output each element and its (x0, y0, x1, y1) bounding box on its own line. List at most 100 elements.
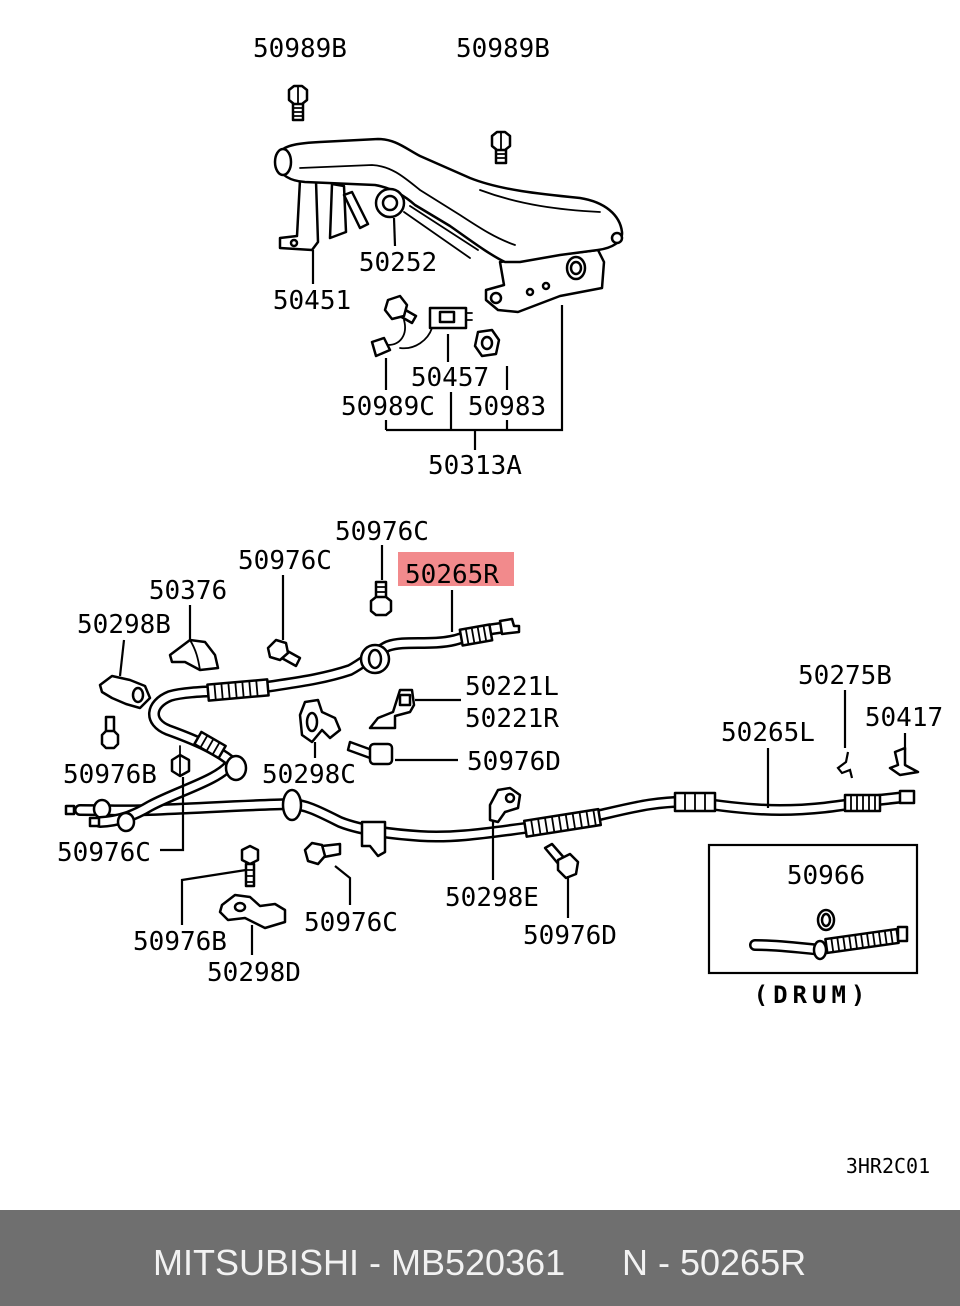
switch-wire (399, 327, 433, 350)
cable-grommet-inner (367, 648, 383, 670)
bolt-shank (244, 862, 256, 888)
switch-wire (387, 319, 406, 346)
clip-hole (504, 792, 516, 804)
footer-bar: MITSUBISHI - MB520361 N - 50265R (0, 1210, 960, 1306)
footer-brand-part-number: MITSUBISHI - MB520361 (153, 1242, 566, 1283)
boot-ribs (199, 734, 221, 756)
spring-guard-body (522, 807, 603, 838)
boot-body (458, 623, 494, 647)
label-bracket-r: 50221R (465, 704, 559, 734)
label-clip-rear: 50275B (798, 661, 892, 691)
clamp-hole (305, 711, 319, 733)
boot-ribs (850, 794, 876, 812)
clip-rear (836, 751, 854, 779)
boot-ribs (464, 624, 488, 646)
clip-upper (168, 638, 220, 672)
leader-clamp-left (118, 639, 126, 677)
bolt-head (100, 729, 120, 750)
drum-cable-end (896, 925, 909, 943)
cable-end-rear (898, 789, 916, 805)
label-drum-part: 50966 (787, 861, 865, 891)
boot-ribs (213, 679, 259, 701)
clamp-body (218, 893, 287, 930)
label-bolt-lower-left: 50976B (133, 927, 227, 957)
spring-coils (830, 928, 894, 954)
bolt-threads (292, 107, 304, 117)
cable-end-fitting (116, 811, 136, 833)
cable-right (88, 617, 521, 833)
leader-pivot (392, 217, 397, 247)
clip-fold (189, 639, 201, 671)
part-labels: 50989B 50989B 50252 50451 50457 50989C 5… (57, 34, 943, 1178)
clamp-floor (360, 820, 387, 858)
boot-body (206, 678, 270, 702)
bolt-top (369, 580, 393, 617)
cable-boot-middle (206, 678, 270, 702)
release-button-cap (273, 147, 293, 177)
clamp-hole (233, 901, 247, 913)
highlight-box (398, 552, 514, 586)
bolt-lower-left (240, 844, 260, 888)
lever-leg-rear (328, 182, 348, 240)
clip-wire (836, 751, 854, 779)
bolt-lever-left (287, 84, 309, 122)
bolt-head (266, 638, 290, 662)
bracket-rivet (541, 281, 551, 291)
switch-connector-face (438, 310, 456, 324)
bolt-lower-right (543, 842, 580, 880)
label-switch: 50457 (411, 363, 489, 393)
bolt-threads (245, 869, 255, 883)
label-bracket-l: 50221L (465, 672, 559, 702)
label-switch-bolt: 50989C (341, 392, 435, 422)
bolt-head (556, 852, 580, 880)
label-pivot: 50252 (359, 248, 437, 278)
handbrake-lever (273, 137, 624, 314)
leader-lever-group (386, 305, 564, 432)
bolt-left (100, 715, 120, 750)
label-clamp-left: 50298B (77, 610, 171, 640)
bolt-threads (375, 586, 387, 593)
lever-strut (342, 190, 370, 230)
label-bolt-lever-right: 50989B (456, 34, 550, 64)
cable-end-fitting (224, 754, 248, 782)
nut-hole (480, 335, 494, 351)
leader-nut-left (160, 777, 185, 852)
bolt-lower (303, 841, 342, 866)
label-cable-right: 50265R (405, 560, 499, 590)
switch-pins (465, 312, 473, 321)
label-bolt-lever-left: 50989B (253, 34, 347, 64)
label-bracket-rear: 50417 (865, 703, 943, 733)
bracket-tab (398, 693, 412, 707)
nut-left (170, 745, 191, 778)
label-nut-left: 50976C (57, 838, 151, 868)
label-clamp-d: 50298D (207, 958, 301, 988)
fitting-ribs (684, 792, 706, 812)
clip-body (168, 638, 220, 672)
cable-left-body (76, 793, 909, 841)
cable-grommet (281, 788, 303, 822)
cable-end-front (88, 816, 101, 828)
lever-contour (299, 164, 516, 246)
bolt-center (346, 740, 394, 766)
cable-leader-lines (118, 545, 907, 955)
label-lever-assembly: 50313A (428, 451, 522, 481)
drum-cable-fitting (812, 939, 828, 961)
drum-clip-inner (820, 912, 832, 928)
label-bolt-top: 50976C (335, 517, 429, 547)
clamp-center (298, 698, 342, 744)
cable-spring-guard (522, 807, 603, 838)
bolt-shank (346, 740, 374, 760)
label-bolt-lower-right: 50976D (523, 921, 617, 951)
label-bolt-left: 50976B (63, 760, 157, 790)
bolt-head (303, 841, 327, 866)
label-lever-bracket: 50451 (273, 286, 351, 316)
bolt-threads (495, 153, 507, 159)
drum-inset-frame (707, 843, 919, 975)
label-drum: (DRUM) (754, 981, 871, 1009)
label-bolt-lower: 50976C (304, 908, 398, 938)
clamp-left (98, 674, 152, 710)
clip-body (488, 786, 522, 824)
bolt-head (240, 844, 260, 866)
bracket-body (888, 746, 920, 777)
parts-diagram: 50989B 50989B 50252 50451 50457 50989C 5… (57, 34, 943, 1178)
